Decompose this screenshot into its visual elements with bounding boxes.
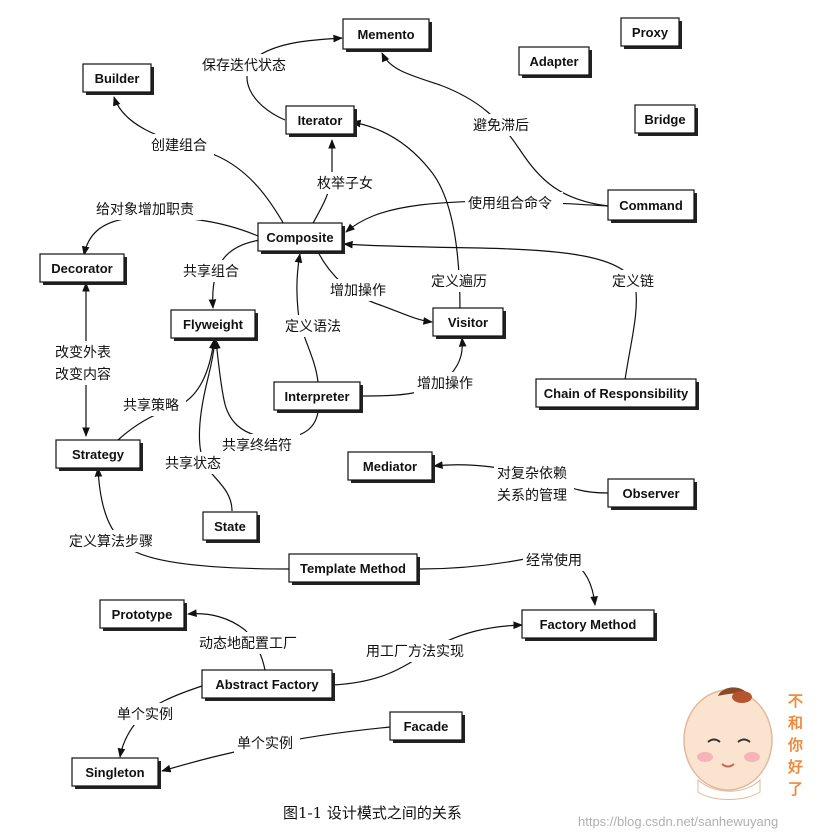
label-complex-dependency-2: 关系的管理 [497, 488, 567, 504]
label-often-use: 经常使用 [526, 552, 582, 569]
label-add-operation-2: 增加操作 [417, 376, 473, 392]
label-define-chain: 定义链 [612, 274, 654, 290]
svg-text:Mediator: Mediator [363, 459, 417, 474]
node-builder: Builder [82, 63, 154, 95]
node-template-method: Template Method [288, 553, 420, 585]
svg-text:Memento: Memento [357, 27, 414, 42]
edge-state-flyweight [198, 339, 233, 512]
label-dynamic-config: 动态地配置工厂 [199, 636, 297, 652]
node-bridge: Bridge [634, 104, 698, 136]
edge-composite-visitor [317, 251, 433, 325]
edge-composite-decorator [81, 216, 259, 256]
label-save-iter-state: 保存迭代状态 [202, 58, 286, 74]
label-add-operation-1: 增加操作 [330, 283, 386, 299]
label-single-instance-1: 单个实例 [117, 707, 173, 723]
label-create-composite: 创建组合 [151, 138, 207, 154]
nodes: Memento Proxy Builder Adapter Iterator B… [39, 17, 699, 789]
svg-text:Composite: Composite [266, 230, 333, 245]
label-share-strategy: 共享策略 [123, 397, 179, 414]
node-proxy: Proxy [620, 17, 682, 49]
edge-template-strategy [94, 467, 291, 570]
edge-interpreter-composite [294, 253, 319, 383]
node-chain-of-responsibility: Chain of Responsibility [535, 378, 699, 410]
svg-text:Adapter: Adapter [529, 54, 578, 69]
node-state: State [202, 511, 260, 543]
node-flyweight: Flyweight [170, 309, 258, 341]
node-interpreter: Interpreter [273, 381, 363, 413]
edge-labels: 保存迭代状态 避免滞后 创建组合 枚举子女 给对象增加职责 使用组合命令 共享组… [52, 54, 662, 754]
node-abstract-factory: Abstract Factory [201, 669, 335, 701]
svg-text:Bridge: Bridge [644, 112, 685, 127]
svg-text:Iterator: Iterator [298, 113, 343, 128]
svg-text:Strategy: Strategy [72, 447, 125, 462]
label-share-terminal: 共享终结符 [222, 437, 292, 454]
svg-text:Chain of Responsibility: Chain of Responsibility [544, 386, 689, 401]
svg-text:Prototype: Prototype [112, 607, 173, 622]
node-adapter: Adapter [518, 46, 592, 78]
node-composite: Composite [257, 222, 345, 254]
sticker-char-2: 和 [788, 714, 803, 732]
edge-chain-composite [343, 240, 637, 381]
sticker-char-4: 好 [787, 758, 803, 776]
node-memento: Memento [342, 18, 432, 52]
edge-interpreter-flyweight [213, 339, 319, 439]
node-visitor: Visitor [432, 307, 506, 339]
node-iterator: Iterator [285, 105, 357, 137]
svg-text:Visitor: Visitor [448, 315, 488, 330]
svg-text:Command: Command [619, 198, 683, 213]
svg-text:Abstract Factory: Abstract Factory [215, 677, 319, 692]
watermark: https://blog.csdn.net/sanhewuyang [578, 814, 778, 829]
node-singleton: Singleton [71, 757, 161, 789]
svg-text:Builder: Builder [95, 71, 140, 86]
label-single-instance-2: 单个实例 [237, 736, 293, 752]
node-prototype: Prototype [99, 599, 187, 631]
node-observer: Observer [607, 478, 697, 510]
label-use-composite-cmd: 使用组合命令 [468, 195, 552, 212]
baby-sticker: 不 和 你 好 了 [683, 687, 803, 800]
svg-text:Flyweight: Flyweight [183, 317, 244, 332]
edge-composite-flyweight [208, 239, 261, 309]
label-add-responsibility: 给对象增加职责 [96, 202, 194, 218]
label-implement-factory-method: 用工厂方法实现 [366, 644, 464, 660]
node-decorator: Decorator [39, 253, 127, 285]
svg-text:Proxy: Proxy [632, 25, 669, 40]
node-strategy: Strategy [55, 439, 143, 471]
node-command: Command [607, 189, 697, 223]
node-factory-method: Factory Method [521, 609, 657, 641]
label-define-algo-steps: 定义算法步骤 [69, 534, 153, 550]
label-complex-dependency-1: 对复杂依赖 [497, 465, 567, 482]
baby-face-illustration [683, 687, 773, 800]
svg-text:Observer: Observer [622, 486, 679, 501]
sticker-text: 不 和 你 好 了 [787, 692, 803, 798]
node-facade: Facade [389, 711, 465, 743]
edge-abstract-prototype [187, 609, 266, 671]
label-avoid-lag: 避免滞后 [473, 118, 529, 134]
label-enumerate-children: 枚举子女 [317, 175, 373, 192]
svg-text:Facade: Facade [404, 719, 449, 734]
edge-visitor-iterator [351, 119, 461, 311]
label-change-skin: 改变外表 [55, 345, 111, 361]
svg-text:Decorator: Decorator [51, 261, 112, 276]
label-share-composite: 共享组合 [183, 263, 239, 280]
label-define-traversal: 定义遍历 [431, 274, 487, 290]
svg-text:Interpreter: Interpreter [284, 389, 349, 404]
svg-text:State: State [214, 519, 246, 534]
sticker-char-3: 你 [787, 736, 803, 754]
label-share-state: 共享状态 [165, 455, 221, 472]
sticker-char-1: 不 [788, 692, 803, 710]
sticker-char-5: 了 [788, 780, 803, 798]
label-change-guts: 改变内容 [55, 366, 111, 383]
edge-composite-builder [113, 96, 286, 227]
svg-text:Template Method: Template Method [300, 561, 406, 576]
svg-text:Singleton: Singleton [85, 765, 144, 780]
label-define-grammar: 定义语法 [285, 319, 341, 335]
figure-caption: 图1-1 设计模式之间的关系 [283, 804, 462, 822]
node-mediator: Mediator [347, 451, 435, 483]
svg-text:Factory Method: Factory Method [540, 617, 637, 632]
